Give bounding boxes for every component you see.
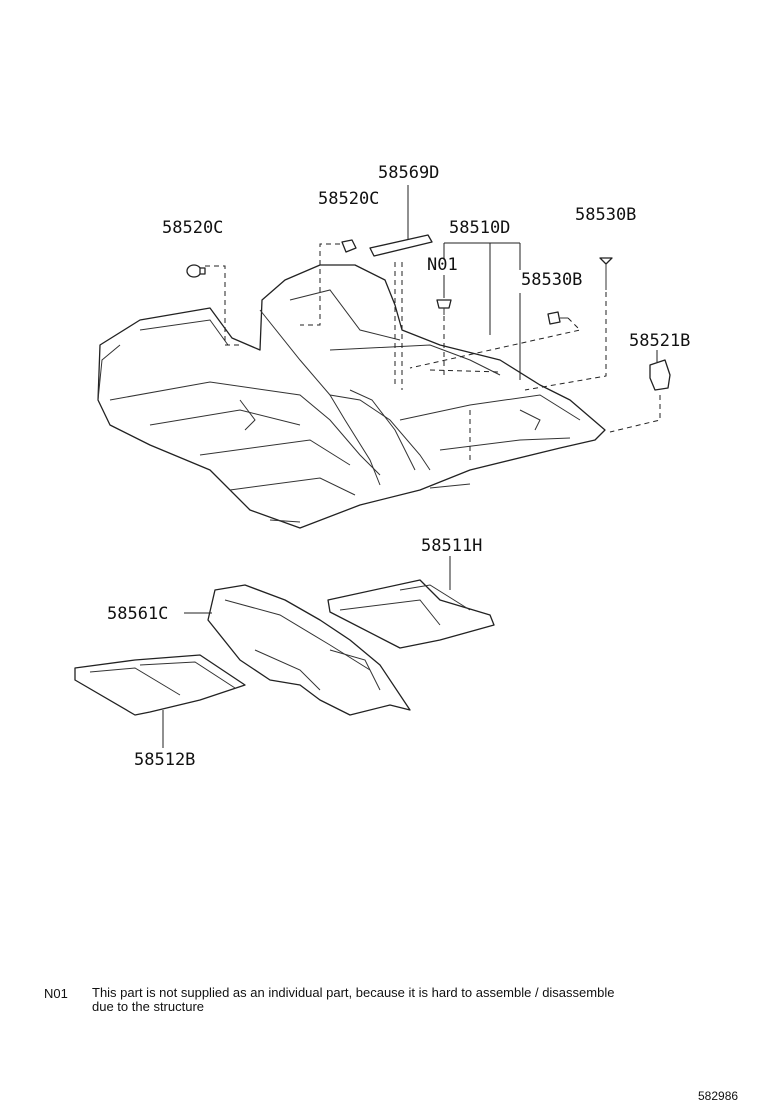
floor-carpet-assembly [97, 264, 606, 529]
label-58530B-mid: 58530B [521, 270, 582, 290]
scuff-plate-58569D [369, 234, 433, 257]
label-58510D: 58510D [449, 218, 510, 238]
label-58569D: 58569D [378, 163, 439, 183]
note-code: N01 [44, 986, 68, 1001]
label-58520C-mid: 58520C [318, 189, 379, 209]
screw-58530B-top [599, 257, 613, 290]
leader-lines [162, 185, 658, 748]
label-N01: N01 [427, 255, 458, 275]
clip-58520C-left [186, 264, 206, 278]
floor-mat-58512B [74, 654, 246, 716]
label-58530B-top: 58530B [575, 205, 636, 225]
assembly-lines [205, 243, 661, 460]
clip-58520C-mid [341, 239, 357, 253]
note-text: This part is not supplied as an individu… [92, 985, 615, 1014]
clip-58521B [649, 359, 671, 391]
clip-58530B-mid [547, 311, 568, 325]
label-58512B: 58512B [134, 750, 195, 770]
console-mat-58561C [207, 584, 411, 716]
clip-N01 [436, 299, 452, 315]
label-58521B: 58521B [629, 331, 690, 351]
label-58511H: 58511H [421, 536, 482, 556]
floor-mat-58511H [327, 579, 495, 649]
label-58520C-left: 58520C [162, 218, 223, 238]
label-58561C: 58561C [107, 604, 168, 624]
diagram-reference-number: 582986 [698, 1089, 739, 1103]
